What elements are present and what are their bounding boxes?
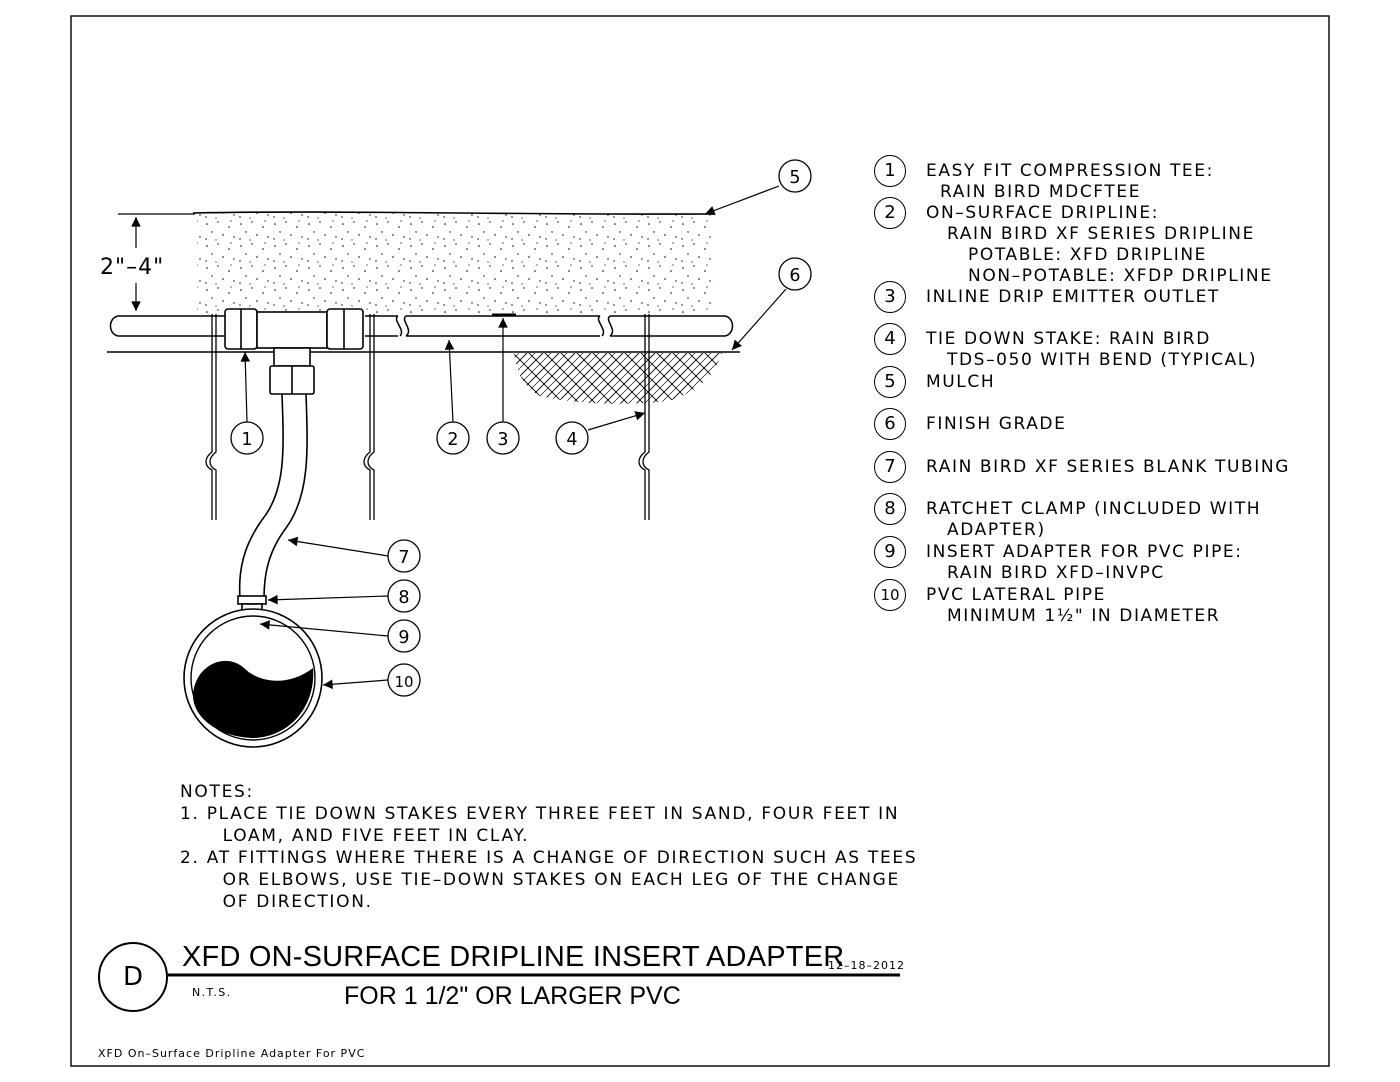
detail-date: 12–18–2012: [828, 959, 905, 972]
note-1: 1. PLACE TIE DOWN STAKES EVERY THREE FEE…: [180, 804, 900, 846]
callout-6-label: 6: [789, 266, 800, 286]
callout-3-label: 3: [497, 430, 508, 450]
legend-text-4: TIE DOWN STAKE: RAIN BIRD TDS–050 WITH B…: [926, 329, 1258, 370]
callout-4: [555, 421, 589, 455]
sheet-footer-label: XFD On–Surface Dripline Adapter For PVC: [98, 1047, 366, 1060]
callout-9-label: 9: [398, 628, 409, 648]
callout-1: [230, 421, 264, 455]
detail-letter-bubble: D: [98, 942, 168, 1012]
callout-5: [778, 159, 812, 193]
pvc-lateral-pipe: [183, 608, 323, 748]
dripline-tubing: [109, 315, 734, 337]
legend-text-1: EASY FIT COMPRESSION TEE: RAIN BIRD MDCF…: [926, 161, 1214, 202]
leader-lines: [240, 185, 787, 690]
legend-num-7: 7: [874, 451, 906, 483]
callout-2-label: 2: [447, 430, 458, 450]
callout-6: [778, 257, 812, 291]
legend-text-8: RATCHET CLAMP (INCLUDED WITH ADAPTER): [926, 499, 1262, 540]
callout-3: [486, 421, 520, 455]
callout-4-label: 4: [566, 430, 577, 450]
legend-num-6: 6: [874, 408, 906, 440]
tie-down-stakes: [205, 314, 650, 520]
callout-1-label: 1: [241, 430, 252, 450]
callout-5-label: 5: [789, 168, 800, 188]
detail-title: XFD ON-SURFACE DRIPLINE INSERT ADAPTER: [182, 941, 845, 973]
callout-bubbles: [230, 159, 812, 697]
legend-text-3: INLINE DRIP EMITTER OUTLET: [926, 287, 1220, 307]
callout-10-label: 10: [394, 673, 413, 691]
legend-num-5: 5: [874, 366, 906, 398]
legend-text-6: FINISH GRADE: [926, 414, 1067, 434]
soil-hatch: [514, 353, 722, 404]
notes-heading: NOTES:: [180, 782, 254, 802]
callout-8-label: 8: [398, 588, 409, 608]
legend-text-7: RAIN BIRD XF SERIES BLANK TUBING: [926, 457, 1291, 477]
legend-num-4: 4: [874, 323, 906, 355]
blank-tubing: [238, 393, 308, 599]
legend-text-9: INSERT ADAPTER FOR PVC PIPE: RAIN BIRD X…: [926, 542, 1243, 583]
legend-num-10: 10: [874, 579, 906, 611]
legend-num-1: 1: [874, 155, 906, 187]
compression-tee: [224, 308, 364, 395]
mulch-layer: [197, 211, 716, 314]
mulch-top-line: [192, 211, 713, 215]
legend-num-2: 2: [874, 197, 906, 229]
scale-label: N.T.S.: [192, 986, 232, 999]
ratchet-clamp: [237, 595, 267, 605]
callout-8: [387, 579, 421, 613]
dimension-label: 2"–4": [100, 255, 165, 280]
callout-2: [436, 421, 470, 455]
sheet-border: [70, 15, 1330, 1067]
legend-num-3: 3: [874, 281, 906, 313]
note-2: 2. AT FITTINGS WHERE THERE IS A CHANGE O…: [180, 848, 918, 912]
callout-7: [387, 539, 421, 573]
legend-text-5: MULCH: [926, 372, 996, 392]
legend-num-8: 8: [874, 493, 906, 525]
callout-10: [387, 663, 421, 697]
callout-numbers: 1 2 3 4 5 6 7 8 9 10: [241, 168, 800, 691]
notes: NOTES:1. PLACE TIE DOWN STAKES EVERY THR…: [180, 781, 917, 913]
callout-7-label: 7: [398, 548, 409, 568]
callout-9: [387, 619, 421, 653]
detail-subtitle: FOR 1 1/2" OR LARGER PVC: [344, 982, 681, 1010]
legend-num-9: 9: [874, 536, 906, 568]
legend-text-2: ON–SURFACE DRIPLINE: RAIN BIRD XF SERIES…: [926, 203, 1273, 286]
legend-text-10: PVC LATERAL PIPE MINIMUM 1½" IN DIAMETER: [926, 585, 1221, 626]
